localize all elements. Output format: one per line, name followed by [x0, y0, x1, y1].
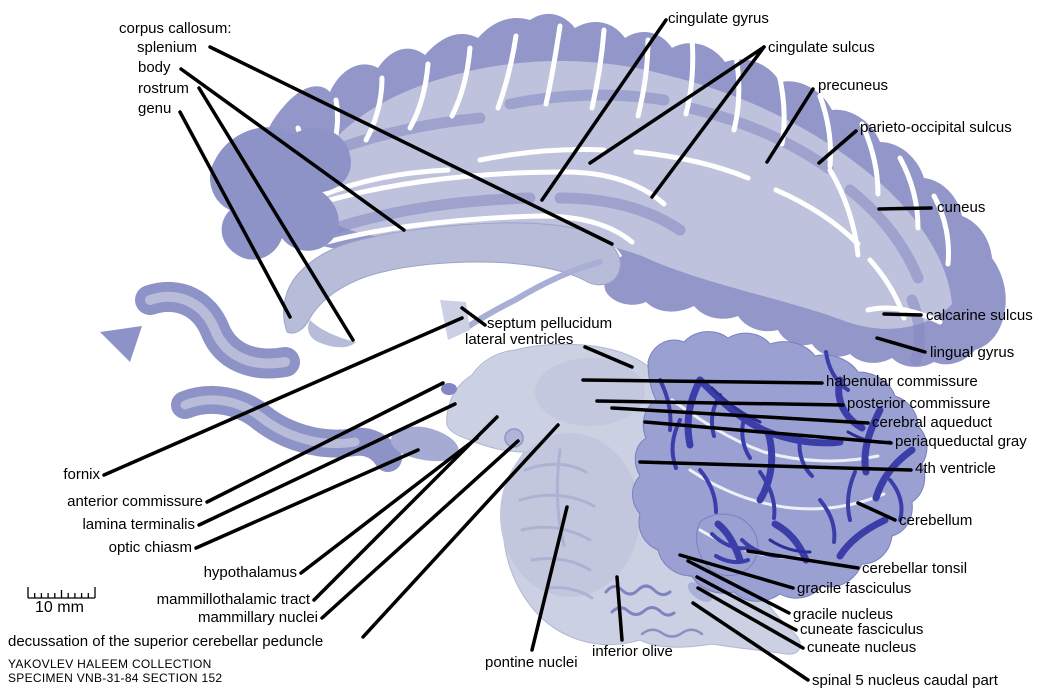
leader-line-precuneus	[765, 87, 815, 164]
corpus-callosum-art	[283, 222, 621, 348]
leader-line-hypothalamus	[299, 436, 479, 575]
leader-line-anterior-commissure	[205, 381, 445, 504]
leader-line-habenular-commissure	[581, 378, 824, 385]
leader-line-cingulate-sulcus	[650, 45, 766, 199]
leader-line-cuneate-fasciculus	[695, 575, 798, 632]
leader-line-gracile-fasciculus	[678, 553, 795, 590]
leader-line-inferior-olive	[615, 575, 624, 642]
leader-line-fornix	[102, 316, 464, 477]
leader-line-pontine-nuclei	[530, 505, 569, 652]
leader-lines	[102, 18, 933, 682]
leader-line-genu	[178, 110, 292, 319]
leader-line-gracile-nucleus	[686, 559, 791, 615]
leader-line-mammillothalamic-tract	[312, 415, 499, 602]
leader-line-cerebellar-tonsil	[746, 549, 860, 570]
scale-bar-ruler	[27, 587, 96, 599]
leader-line-cerebellum	[856, 501, 897, 522]
leader-line-splenium	[208, 45, 614, 246]
leader-line-posterior-commissure	[595, 399, 845, 407]
leader-line-cerebral-aqueduct	[610, 406, 870, 425]
leader-line-optic-chiasm	[194, 448, 420, 550]
leader-line-periaqueductal-gray	[643, 420, 893, 445]
leader-line-cingulate-sulcus	[588, 45, 766, 165]
leader-line-decussation-of-the-superior-cerebellar-peduncle	[361, 423, 560, 639]
leader-line-mammillary-nuclei	[320, 439, 520, 620]
leader-line-lingual-gyrus	[875, 336, 927, 354]
leader-line-lateral-ventricles	[583, 345, 634, 369]
leader-line-septum-pellucidum	[460, 306, 487, 327]
leader-line-cuneus	[877, 206, 933, 211]
leader-line-body	[179, 67, 406, 232]
leader-line-lamina-terminalis	[197, 402, 457, 527]
leader-line-spinal-5-nucleus-caudal-part	[691, 601, 810, 682]
leader-line-cuneate-nucleus	[696, 586, 805, 650]
leader-line-parieto-occipital-sulcus	[817, 129, 858, 165]
leader-line-rostrum	[197, 86, 355, 342]
leader-line-calcarine-sulcus	[882, 312, 923, 317]
leader-line-cingulate-gyrus	[540, 18, 668, 202]
leader-line-fourth-ventricle	[638, 460, 913, 472]
